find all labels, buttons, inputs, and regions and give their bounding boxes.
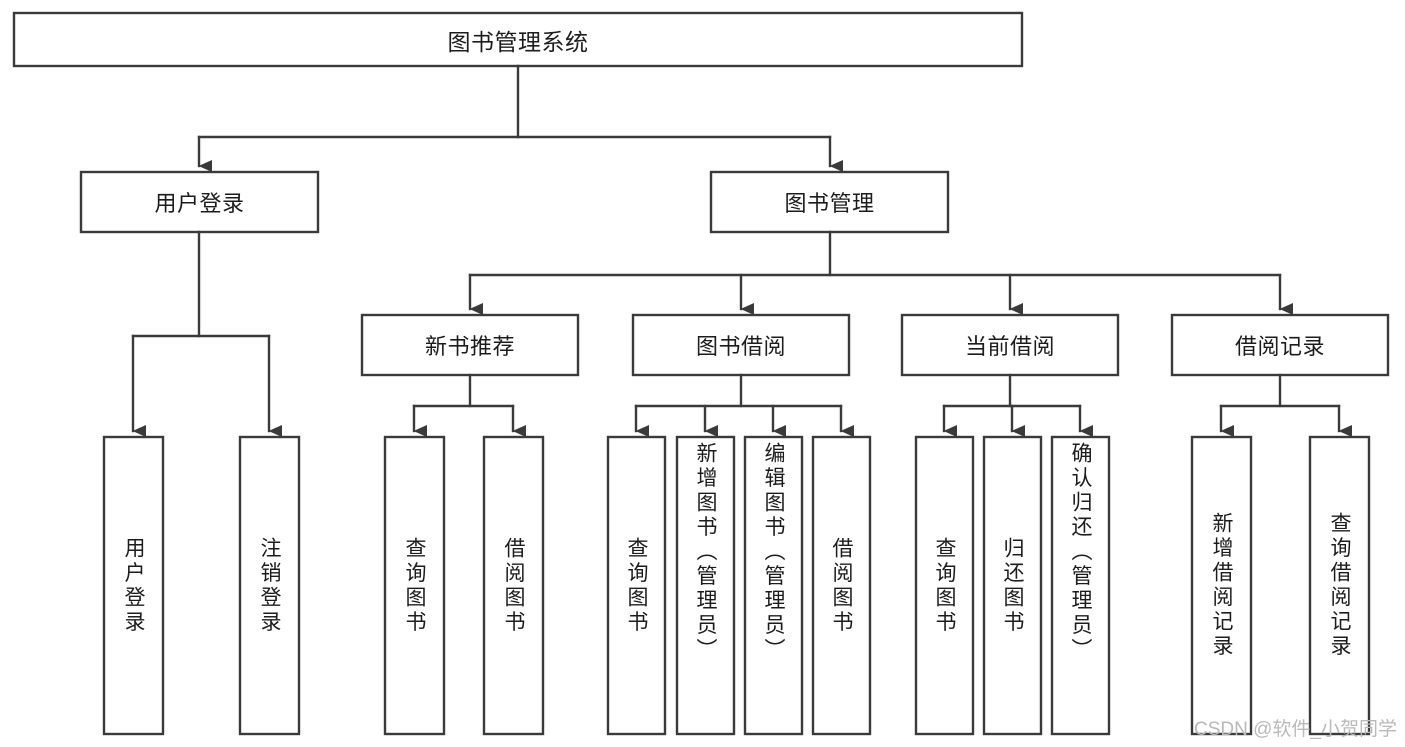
node-leaf-cur-query[interactable] — [914, 435, 975, 736]
node-leaf-borrow-edit[interactable] — [743, 435, 804, 736]
node-borrow-record[interactable] — [1170, 313, 1390, 377]
node-leaf-user-logout[interactable] — [238, 435, 301, 736]
node-leaf-rec-add[interactable] — [1190, 435, 1253, 736]
node-leaf-user-login[interactable] — [102, 435, 165, 736]
node-user-login[interactable] — [79, 170, 320, 234]
node-leaf-cur-confirm[interactable] — [1050, 435, 1111, 736]
node-current-borrow[interactable] — [900, 313, 1120, 377]
node-leaf-borrow-query[interactable] — [606, 435, 667, 736]
node-root-book-system[interactable] — [12, 11, 1024, 68]
node-leaf-borrow-add[interactable] — [675, 435, 736, 736]
node-leaf-rec-query[interactable] — [383, 435, 446, 736]
node-leaf-cur-return[interactable] — [982, 435, 1043, 736]
node-leaf-rec-search[interactable] — [1308, 435, 1371, 736]
node-leaf-rec-borrow[interactable] — [482, 435, 545, 736]
node-leaf-borrow-do[interactable] — [811, 435, 872, 736]
node-new-book-rec[interactable] — [360, 313, 580, 377]
node-book-borrow[interactable] — [631, 313, 851, 377]
node-book-manage[interactable] — [709, 170, 950, 234]
